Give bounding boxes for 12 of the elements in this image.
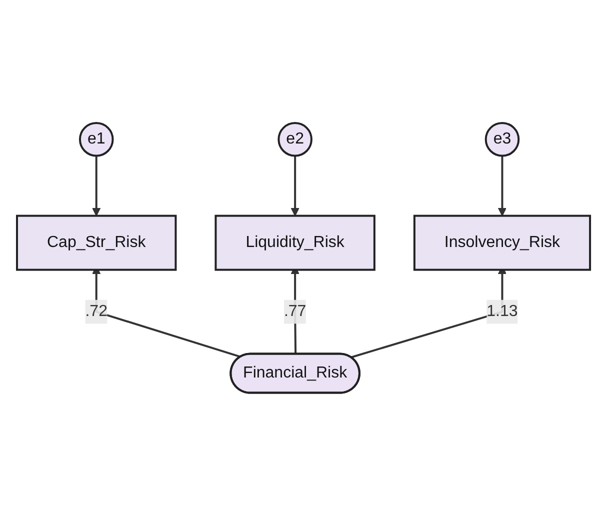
edge-label: 1.13 bbox=[487, 302, 518, 320]
arrow bbox=[92, 155, 102, 216]
node-box: Liquidity_Risk bbox=[215, 214, 376, 270]
node-circle: e3 bbox=[485, 122, 520, 156]
arrow bbox=[291, 155, 300, 216]
edge-label: .72 bbox=[86, 302, 108, 320]
node-circle: e2 bbox=[278, 122, 313, 156]
node-box: Insolvency_Risk bbox=[414, 214, 592, 270]
edge-label: .77 bbox=[284, 302, 307, 320]
node-circle: e1 bbox=[79, 122, 114, 156]
arrow bbox=[498, 155, 508, 216]
node-box: Cap_Str_Risk bbox=[16, 214, 178, 270]
